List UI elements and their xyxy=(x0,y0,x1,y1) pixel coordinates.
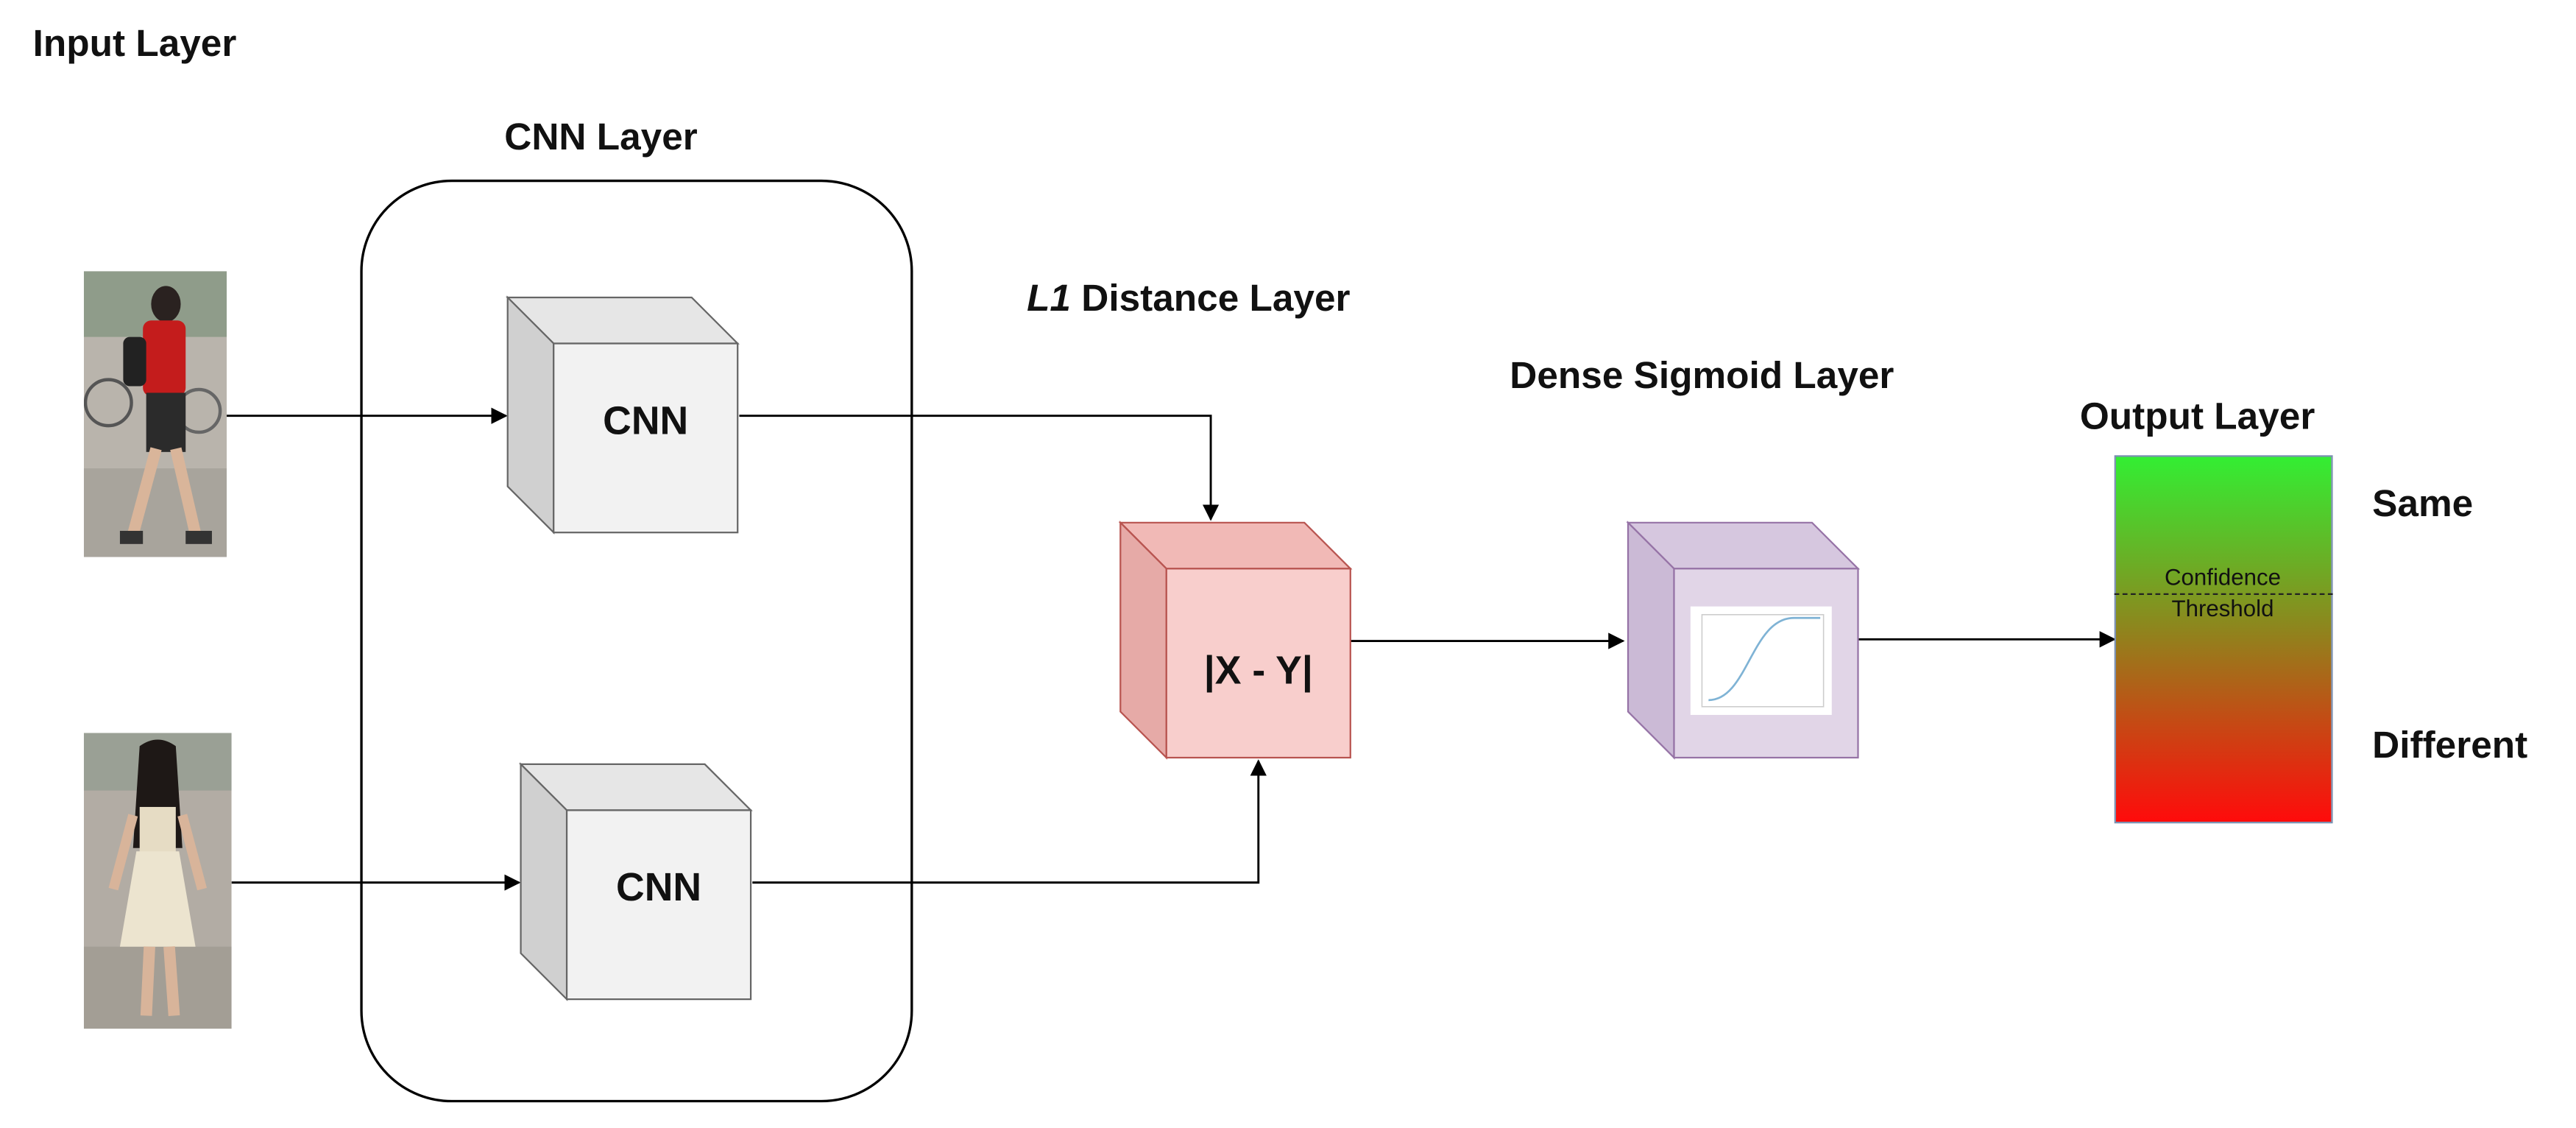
l1-distance-label: |X - Y| xyxy=(1203,648,1313,693)
sigmoid-curve-icon xyxy=(1690,606,1832,715)
input-image-bottom xyxy=(83,733,232,1029)
output-confidence-bar xyxy=(2114,455,2333,824)
person-photo-icon xyxy=(83,271,227,557)
l1-italic: L1 xyxy=(1027,275,1071,320)
cnn-layer-container xyxy=(360,179,913,1103)
threshold-label-line2: Threshold xyxy=(2171,595,2274,621)
input-layer-label: Input Layer xyxy=(32,21,237,65)
dense-sigmoid-block xyxy=(1626,521,1861,760)
cnn-layer-label: CNN Layer xyxy=(504,115,698,158)
confidence-threshold-line xyxy=(2114,593,2333,596)
output-layer-label: Output Layer xyxy=(2079,394,2315,437)
dense-sigmoid-layer-label: Dense Sigmoid Layer xyxy=(1510,353,1894,396)
cnn-block-bottom xyxy=(518,762,753,1001)
cnn-block-top-label: CNN xyxy=(603,398,689,443)
l1-distance-layer-label: L1 Distance Layer xyxy=(1027,276,1350,320)
input-image-top xyxy=(83,271,227,557)
person-photo-icon xyxy=(83,733,232,1029)
output-same-label: Same xyxy=(2372,482,2474,525)
l1-distance-block xyxy=(1118,521,1353,760)
cnn-block-bottom-label: CNN xyxy=(616,865,702,910)
arrow-cnn-top-to-distance xyxy=(739,415,1220,521)
arrow-cnn-bottom-to-distance xyxy=(752,759,1267,884)
threshold-label-line1: Confidence xyxy=(2164,563,2282,591)
cnn-block-top xyxy=(506,295,740,535)
output-different-label: Different xyxy=(2372,723,2528,766)
distance-layer-text: Distance Layer xyxy=(1070,275,1351,320)
